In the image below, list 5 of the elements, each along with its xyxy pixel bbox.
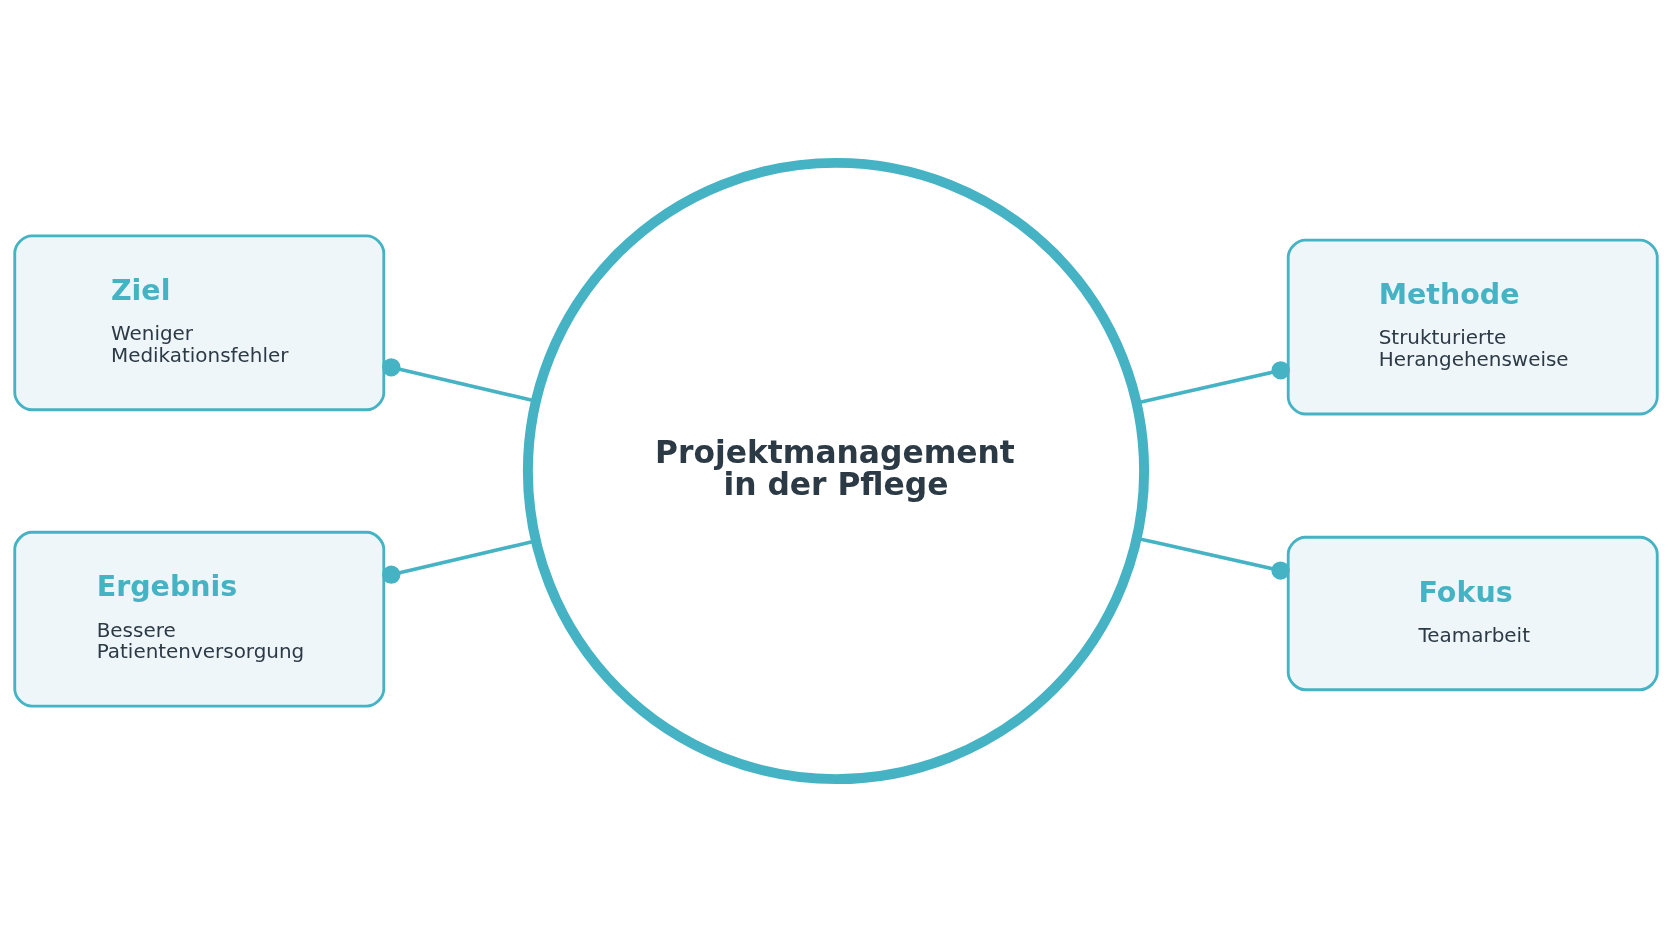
node-box: Ziel Weniger Medikationsfehler bbox=[13, 234, 386, 411]
node-circle: Projektmanagement in der Pflege bbox=[522, 157, 1150, 784]
node-box: Methode Strukturierte Herangehensweise bbox=[1286, 238, 1659, 415]
node-box: Fokus Teamarbeit bbox=[1286, 535, 1659, 691]
node-box: Ergebnis Bessere Patientenversorgung bbox=[13, 530, 386, 708]
